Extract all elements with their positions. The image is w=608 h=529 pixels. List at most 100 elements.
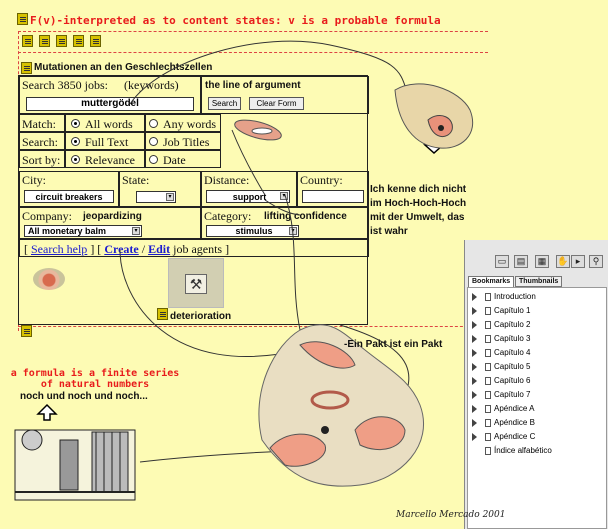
bookmark-item[interactable]: Capítulo 5 [472, 362, 530, 374]
document-icon[interactable] [90, 35, 101, 47]
page-icon [485, 306, 491, 315]
print-icon[interactable]: ▦ [535, 255, 549, 268]
curve-line [264, 199, 301, 216]
expand-arrow-icon[interactable] [472, 306, 477, 315]
full-text-radio[interactable] [71, 137, 80, 146]
tool-image: ⚒ [168, 258, 224, 308]
city-input[interactable]: circuit breakers [24, 190, 114, 203]
match-all-cell: All words [65, 114, 145, 132]
argument-label: the line of argument [205, 80, 301, 91]
search-hint: (keywords) [124, 78, 179, 92]
page-icon [485, 376, 491, 385]
expand-arrow-icon[interactable] [472, 292, 477, 301]
divider [18, 326, 488, 327]
bookmark-item[interactable]: Índice alfabético [472, 446, 552, 458]
bookmark-item[interactable]: Introduction [472, 292, 536, 304]
page-title: F(v)-interpreted as to content states: v… [30, 14, 441, 27]
match-all-radio[interactable] [71, 119, 80, 128]
date-radio[interactable] [149, 155, 158, 164]
expand-arrow-icon[interactable] [472, 348, 477, 357]
folder-icon[interactable]: ▭ [495, 255, 509, 268]
select-icon[interactable]: ▸ [571, 255, 585, 268]
bookmark-item[interactable]: Capítulo 2 [472, 320, 530, 332]
document-icon [157, 308, 168, 320]
date-label: Date [163, 153, 186, 167]
document-icon[interactable] [56, 35, 67, 47]
distance-value: support [232, 192, 267, 202]
clear-form-button[interactable]: Clear Form [249, 97, 304, 110]
match-label: Match: [22, 117, 56, 131]
abstract-shape [258, 324, 425, 487]
bookmark-item[interactable]: Apéndice B [472, 418, 535, 430]
category-cell: Category: lifting confidence stimulus▾ [201, 207, 369, 239]
zoom-icon[interactable]: ⚲ [589, 255, 603, 268]
document-icon [21, 62, 32, 74]
company-cell: Company: jeopardizing All monetary balm▾ [19, 207, 201, 239]
tab-thumbnails[interactable]: Thumbnails [515, 276, 563, 287]
country-input[interactable] [302, 190, 364, 203]
document-icon[interactable]: ▤ [514, 255, 528, 268]
bookmark-item[interactable]: Apéndice C [472, 432, 535, 444]
search-button[interactable]: Search [208, 97, 241, 110]
document-icon[interactable] [39, 35, 50, 47]
job-agents-text: job agents ] [170, 242, 230, 256]
slash: / [138, 242, 149, 256]
search-in-label: Search: [22, 135, 58, 149]
job-titles-radio[interactable] [149, 137, 158, 146]
chevron-down-icon: ▾ [166, 193, 174, 201]
hand-icon[interactable]: ✋ [556, 255, 570, 268]
country-cell: Country: [297, 171, 369, 207]
expand-arrow-icon[interactable] [472, 390, 477, 399]
bookmark-item[interactable]: Capítulo 6 [472, 376, 530, 388]
distance-select[interactable]: support ▾ [206, 190, 290, 203]
sort-label: Sort by: [22, 153, 61, 167]
page-icon [485, 292, 491, 301]
expand-arrow-icon[interactable] [472, 432, 477, 441]
bracket: [ [24, 242, 31, 256]
search-input[interactable]: muttergödel [26, 97, 194, 111]
bookmark-list: Introduction Capítulo 1 Capítulo 2 Capít… [467, 287, 607, 529]
document-icon[interactable] [73, 35, 84, 47]
company-suffix: jeopardizing [83, 211, 142, 222]
signature: Marcello Mercado 2001 [396, 510, 506, 520]
distance-label: Distance: [204, 173, 250, 187]
formula-text-line: a formula is a finite series [10, 368, 180, 379]
edit-link[interactable]: Edit [148, 242, 171, 256]
job-titles-label: Job Titles [163, 135, 210, 149]
bookmark-item[interactable]: Capítulo 3 [472, 334, 530, 346]
state-select[interactable]: ▾ [136, 191, 176, 203]
bookmark-item[interactable]: Capítulo 7 [472, 390, 530, 402]
expand-arrow-icon[interactable] [472, 404, 477, 413]
curve-line [129, 40, 409, 105]
match-any-radio[interactable] [149, 119, 158, 128]
deterioration-label: deterioration [170, 311, 232, 322]
search-help-link[interactable]: Search help [31, 242, 88, 256]
expand-arrow-icon[interactable] [472, 320, 477, 329]
relevance-radio[interactable] [71, 155, 80, 164]
chevron-down-icon: ▾ [280, 192, 288, 200]
company-label: Company: [22, 209, 72, 223]
abstract-shape [234, 119, 282, 141]
company-select[interactable]: All monetary balm▾ [24, 225, 142, 237]
job-search-form: Search 3850 jobs: (keywords) muttergödel… [18, 75, 369, 325]
german-text-line: im Hoch-Hoch-Hoch [370, 198, 467, 209]
state-label: State: [122, 173, 150, 187]
chevron-down-icon: ▾ [132, 227, 140, 235]
document-icon[interactable] [22, 35, 33, 47]
expand-arrow-icon[interactable] [472, 376, 477, 385]
tab-bookmarks[interactable]: Bookmarks [468, 276, 515, 287]
section-title: Mutationen an den Geschlechtszellen [34, 62, 213, 73]
relevance-cell: Relevance [65, 150, 145, 168]
expand-arrow-icon[interactable] [472, 334, 477, 343]
create-link[interactable]: Create [104, 242, 139, 256]
city-cell: City: circuit breakers [19, 171, 119, 207]
category-suffix: lifting confidence [264, 211, 347, 222]
expand-arrow-icon[interactable] [472, 418, 477, 427]
bookmark-item[interactable]: Capítulo 4 [472, 348, 530, 360]
expand-arrow-icon[interactable] [472, 362, 477, 371]
bookmark-item[interactable]: Apéndice A [472, 404, 534, 416]
arrow-up-icon [36, 403, 58, 421]
noch-text: noch und noch und noch... [20, 391, 148, 402]
relevance-label: Relevance [85, 153, 135, 167]
bookmark-item[interactable]: Capítulo 1 [472, 306, 530, 318]
